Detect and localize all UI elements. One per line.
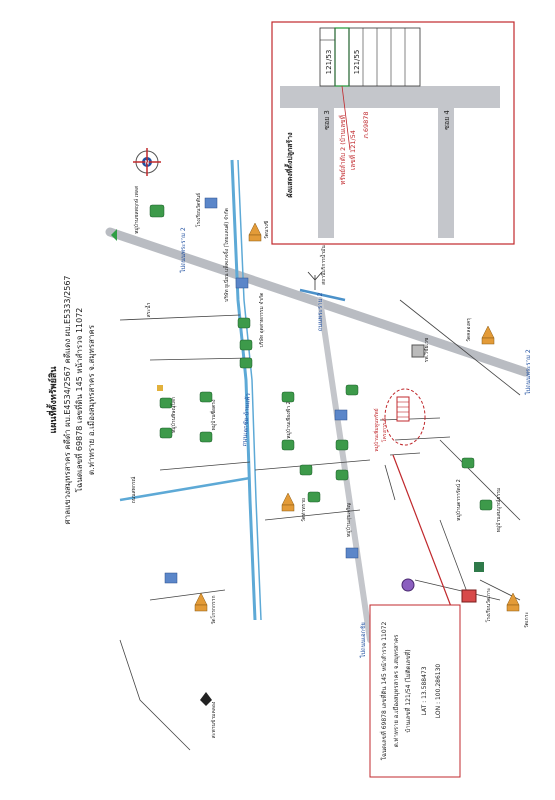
label-bridge: สะพานข้ามคลอง <box>210 701 217 738</box>
arrow-bottom-right-label: ไปถนนพระราม 2 <box>524 349 532 396</box>
emblem-icon <box>401 578 415 592</box>
arrow-labels: ไปถนนพระราม 2 ไปถนนพระราม 2 ไปถนนเอกชัย … <box>111 227 532 659</box>
temple-icon <box>481 325 495 339</box>
label-village7: หมู่บ้านสมบูรณ์ธรรม <box>495 488 502 533</box>
ekachai-road-label: ถนนเอกชัย-บ้านแพ้ว <box>241 393 252 447</box>
label-temple2: วัดคลองครุ <box>466 318 472 342</box>
label-factory2: บริษัท อุตสาหกรรม จำกัด <box>258 293 265 348</box>
village-icon <box>299 464 313 476</box>
info-lon: LON : 100.286130 <box>435 664 442 719</box>
school-icon <box>461 589 477 603</box>
local-roads <box>119 299 521 751</box>
soi4-label: ซอย 4 <box>443 110 451 130</box>
label-school2: โรงเรียนวัดเกาะ <box>485 587 492 622</box>
village-icon <box>237 317 251 329</box>
landmark-icons <box>149 197 520 706</box>
marker-icon <box>157 385 163 391</box>
inset-road-horizontal <box>280 86 500 108</box>
village-icon <box>461 457 475 469</box>
title-deed: โฉนดเลขที่ 69878 เลขที่ดิน 145 หน้าสำรวจ… <box>73 308 84 493</box>
compass-letter: N <box>145 160 150 167</box>
label-temple4: วัดโกรกกราก <box>210 595 217 624</box>
village-icon <box>239 339 253 351</box>
label-gas: สถานีบริการน้ำมัน <box>318 245 327 285</box>
village-icon <box>281 391 295 403</box>
canal-road <box>230 159 257 621</box>
place-labels: หมู่บ้านชลพฤกษ์ เพลส โรงเรียนวัดพันธ์ วั… <box>130 186 530 738</box>
arrow-top-label: ไปถนนพระราม 2 <box>179 227 187 274</box>
label-village-top: หมู่บ้านชลพฤกษ์ เพลส <box>133 186 140 234</box>
subject-highlight <box>384 388 426 446</box>
map-header: แผนที่ตั้งทรัพย์สิน ศาลแขวงสมุทรสาคร คดี… <box>46 275 96 524</box>
inset-caption: ผังแสดงที่ตั้งปลูกสร้าง <box>283 132 295 198</box>
factory-icon <box>204 197 218 209</box>
label-village3: หมู่บ้านซื่อตรง <box>210 399 217 430</box>
inset-panel: 121/53 121/55 ซอย 3 ซอย 4 ทรัพย์ลำดับ 2 … <box>271 21 515 245</box>
location-text: ต.ท่าทราย อ.เมืองสมุทรสาคร จ.สมุทรสาคร <box>87 324 96 475</box>
label-pond: สระน้ำ <box>143 302 152 317</box>
village-icon <box>479 499 493 511</box>
info-line3: บ้านเลขที่ 121/54 (ไม่ติดเลขที่) <box>404 649 412 732</box>
info-line1: โฉนดเลขที่ 69878 เลขที่ดิน 145 หน้าสำรวจ… <box>380 622 388 761</box>
village-icon <box>345 384 359 396</box>
label-village2: หมู่บ้านพิษณุโลก <box>170 397 177 433</box>
inset-red-line1: ทรัพย์ลำดับ 2 (บ้านเลขที่ <box>338 115 347 185</box>
village-icon <box>307 491 321 503</box>
village-icon <box>149 204 165 218</box>
label-temple3: วัดท่าทราย <box>301 498 307 522</box>
village-icon <box>199 431 213 443</box>
gas-icon <box>474 562 484 572</box>
canal-road-edge <box>237 159 262 621</box>
label-road-left: ถนนสหกรณ์ <box>130 476 137 503</box>
lot-b-label: 121/55 <box>353 50 361 75</box>
village-icon <box>159 397 173 409</box>
blue-road-top <box>299 288 346 302</box>
garuda-icon <box>200 692 212 706</box>
factory-icon <box>345 547 359 559</box>
village-icon <box>281 439 295 451</box>
label-subject-sub: โครงการ 6 <box>381 418 388 442</box>
village-icon <box>199 391 213 403</box>
compass-icon: N <box>133 148 161 176</box>
court-case: ศาลแขวงสมุทรสาคร คดีดำ ผบ.E4534/2567 คดี… <box>63 275 72 524</box>
label-school: โรงเรียนวัดพันธ์ <box>195 193 202 227</box>
temple-icon <box>194 592 208 606</box>
label-temple1: วัดนางชี <box>263 220 270 239</box>
village-icon <box>335 469 349 481</box>
info-box: โฉนดเลขที่ 69878 เลขที่ดิน 145 หน้าสำรวจ… <box>369 604 461 778</box>
factory-icon <box>334 409 348 421</box>
arrow-bottom-left-label: ไปถนนเอกชัย <box>359 622 367 659</box>
label-factory1: บริษัท ยูเนี่ยน แพ็คเกจจิ้ง (ไทยแลนด์) จ… <box>221 208 230 302</box>
windmill-icon <box>307 271 323 290</box>
temple-icon <box>248 222 262 236</box>
crossroad <box>119 476 251 502</box>
label-subject: หมู่บ้านเพิ่มพูนทรัพย์ <box>373 408 380 451</box>
village-icon <box>335 439 349 451</box>
label-village6: หมู่บ้านดารารัตน์ 2 <box>455 479 462 521</box>
info-line2: ต.ท่าทราย อ.เมืองสมุทรสาคร จ.สมุทรสาคร <box>392 634 400 747</box>
inset-soi3-road <box>318 108 334 238</box>
temple-icon <box>281 492 295 506</box>
inset-soi4-road <box>438 108 454 238</box>
soi3-label: ซอย 3 <box>323 110 331 130</box>
info-lat: LAT : 13.588473 <box>421 666 428 715</box>
hospital-icon <box>411 344 425 358</box>
factory-icon <box>235 277 249 289</box>
inset-red-line2: เลขที่ 121/54 <box>348 130 357 170</box>
label-hospital: รพ.วิชัยเวช <box>423 337 430 362</box>
label-village4: หมู่บ้านเพียงฟ้า 2 <box>285 401 292 439</box>
inset-red-line3: ภ.69878 <box>362 111 370 138</box>
crossroad-label: ถนนพระราม 2 <box>317 293 324 332</box>
factory-icon <box>164 572 178 584</box>
subject-property <box>396 396 410 422</box>
lot-a-label: 121/53 <box>325 50 333 75</box>
village-icon <box>159 427 173 439</box>
inset-lot-subject <box>334 27 350 87</box>
pointer-line <box>392 454 461 631</box>
map-title: แผนที่ตั้งทรัพย์สิน <box>46 366 59 434</box>
village-icon <box>239 357 253 369</box>
label-village5: หมู่บ้านสุขเจริญ <box>345 503 352 537</box>
label-temple5: วัดเกาะ <box>524 612 530 629</box>
